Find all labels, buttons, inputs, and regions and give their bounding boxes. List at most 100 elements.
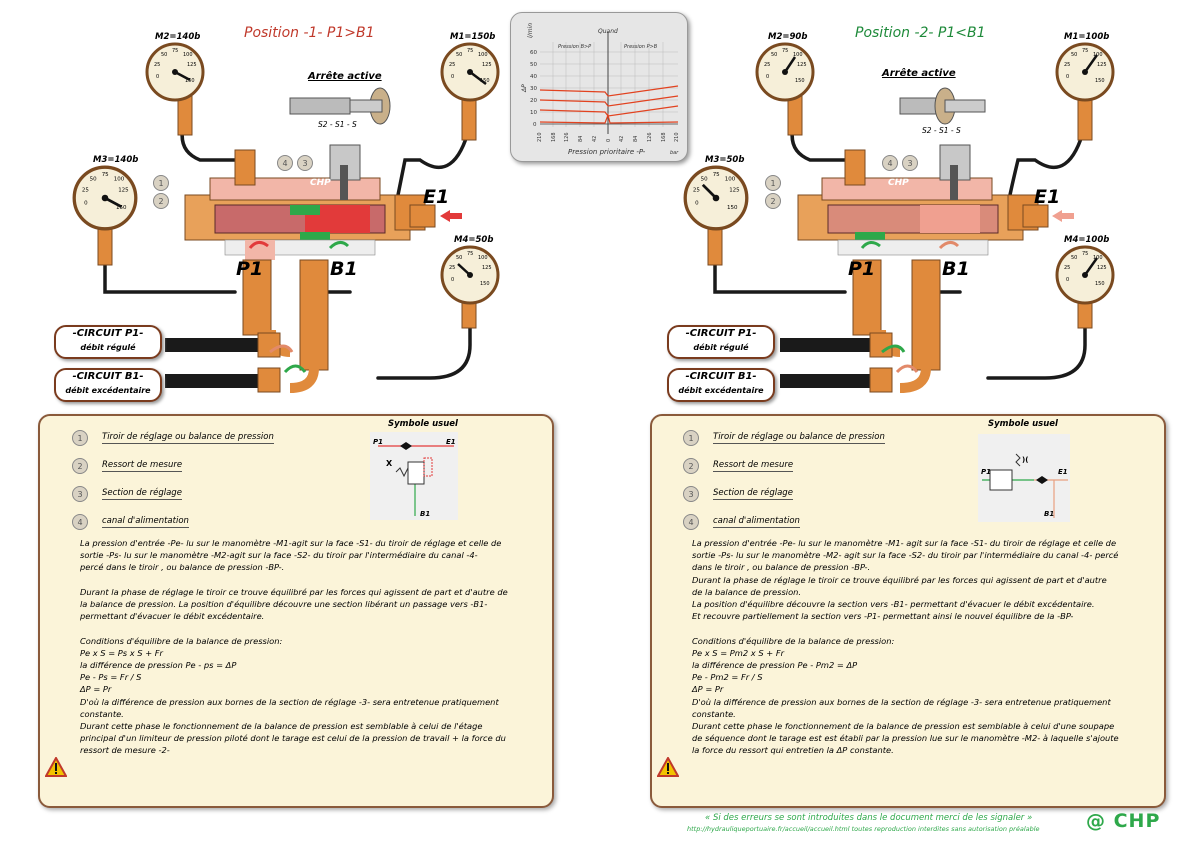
- gauge-tick: 50: [1071, 52, 1077, 58]
- paragraph-line: Et recouvre partiellement la section ver…: [692, 611, 1074, 622]
- right-legend-item-3: 3 Section de réglage: [683, 486, 793, 502]
- right-title: Position -2- P1<B1: [855, 25, 986, 41]
- left-gauge-m4-label: M4=50b: [454, 235, 494, 245]
- paragraph-line: Conditions d'équilibre de la balance de …: [692, 635, 895, 646]
- gauge-tick: 150: [1095, 281, 1105, 287]
- circuit-b1-line2: débit excédentaire: [678, 386, 764, 395]
- gauge-tick: 25: [1064, 62, 1070, 68]
- gauge-tick: 125: [187, 62, 197, 68]
- footer-copyright: @ CHP: [1086, 810, 1161, 832]
- legend-number: 4: [683, 514, 699, 530]
- chart-xtick: 168: [661, 132, 667, 142]
- right-symbol-diagram: P1 E1 B1 )(: [978, 434, 1070, 522]
- paragraph-line: Pe - Pm2 = Fr / S: [692, 672, 763, 683]
- left-gauge-m2: 0 25 50 75 100 125 150: [145, 42, 205, 102]
- chart-xtick: 210: [674, 132, 680, 142]
- left-callout-1: 1: [153, 175, 169, 191]
- legend-text: Section de réglage: [102, 488, 182, 500]
- left-legend-item-2: 2 Ressort de mesure: [72, 458, 183, 474]
- gauge-tick: 75: [102, 172, 109, 178]
- chart-ytick: 30: [530, 86, 537, 92]
- gauge-tick: 50: [90, 176, 97, 182]
- gauge-tick: 125: [482, 62, 492, 68]
- left-legend-item-3: 3 Section de réglage: [72, 486, 182, 502]
- gauge-tick: 25: [154, 62, 160, 68]
- left-port-p1: P1: [236, 258, 264, 280]
- right-warning-icon: [657, 757, 679, 777]
- legend-text: Tiroir de réglage ou balance de pression: [713, 432, 885, 444]
- paragraph-line: Durant cette phase le fonctionnement de …: [692, 721, 1115, 732]
- right-port-e1: E1: [1034, 186, 1061, 208]
- left-body-text: La pression d'entrée -Pe- lu sur le mano…: [80, 537, 508, 757]
- paragraph-line: la balance de pression. La position d'éq…: [80, 599, 488, 609]
- gauge-tick: 0: [451, 74, 454, 80]
- gauge-tick: 100: [793, 52, 803, 58]
- gauge-tick: 150: [116, 205, 127, 211]
- gauge-tick: 50: [1071, 255, 1077, 261]
- left-gauge-m1-label: M1=150b: [450, 32, 496, 42]
- legend-text: canal d'alimentation: [102, 516, 189, 528]
- gauge-tick: 0: [766, 74, 769, 80]
- paragraph-line: D'où la différence de pression aux borne…: [692, 696, 1111, 707]
- gauge-tick: 125: [1097, 265, 1107, 271]
- chart-xtick: 168: [551, 132, 557, 142]
- right-legend-item-2: 2 Ressort de mesure: [683, 458, 794, 474]
- symbol-b: B1: [420, 510, 430, 518]
- chart-side-label: ΔP: [521, 84, 528, 93]
- left-gauge-m2-label: M2=140b: [155, 32, 201, 42]
- gauge-tick: 75: [467, 48, 473, 54]
- right-gauge-m1-label: M1=100b: [1064, 32, 1110, 42]
- gauge-tick: 25: [693, 187, 700, 193]
- paragraph-line: la différence de pression Pe - ps = ΔP: [80, 660, 237, 670]
- gauge-tick: 25: [449, 265, 455, 271]
- paragraph-line: La pression d'entrée -Pe- lu sur le mano…: [692, 538, 1117, 548]
- left-warning-icon: [45, 757, 67, 777]
- gauge-tick: 125: [482, 265, 492, 271]
- circuit-p1-line1: -CIRCUIT P1-: [72, 328, 144, 339]
- chart-ytick: 40: [530, 74, 537, 80]
- gauge-tick: 100: [478, 255, 488, 261]
- gauge-tick: 75: [713, 172, 720, 178]
- gauge-tick: 100: [478, 52, 488, 58]
- chart-xtick: 84: [633, 136, 639, 142]
- footer-url[interactable]: http://hydrauliqueportuaire.fr/accueil/a…: [687, 825, 1040, 833]
- left-section-formula: S2 - S1 - S: [318, 120, 357, 129]
- symbol-p: P1: [373, 438, 383, 446]
- right-legend-item-4: 4 canal d'alimentation: [683, 514, 800, 530]
- chart-ylabel: l/min: [527, 23, 534, 38]
- left-title: Position -1- P1>B1: [244, 25, 375, 41]
- chart-xtick: 126: [647, 132, 653, 142]
- chart-xtick: 42: [592, 136, 598, 142]
- paragraph-line: sortie -Ps- lu sur le manomètre -M2- agi…: [692, 550, 1119, 561]
- left-circuit-b1: -CIRCUIT B1- débit excédentaire: [54, 368, 162, 402]
- gauge-tick: 50: [161, 52, 167, 58]
- paragraph-line: [80, 622, 508, 634]
- right-section-formula: S2 - S1 - S: [922, 126, 961, 135]
- gauge-tick: 150: [185, 78, 195, 84]
- legend-number: 4: [72, 514, 88, 530]
- circuit-b1-line2: débit excédentaire: [65, 386, 151, 395]
- chart-xtick: 210: [537, 132, 543, 142]
- right-gauge-m4-label: M4=100b: [1064, 235, 1110, 245]
- chart-ytick: 20: [530, 98, 537, 104]
- gauge-tick: 150: [795, 78, 805, 84]
- gauge-tick: 75: [782, 48, 788, 54]
- right-gauge-m3-label: M3=50b: [705, 155, 745, 165]
- gauge-tick: 25: [82, 187, 89, 193]
- chart-ytick: 10: [530, 110, 537, 116]
- gauge-tick: 50: [456, 52, 462, 58]
- paragraph-line: Pe x S = Ps x S + Fr: [80, 647, 163, 658]
- symbol-e: E1: [1058, 468, 1068, 476]
- chart-right-region: Pression P>B: [624, 44, 658, 50]
- paragraph-line: D'où la différence de pression aux borne…: [80, 696, 499, 707]
- left-arrete-label: Arrête active: [308, 71, 382, 82]
- legend-text: Tiroir de réglage ou balance de pression: [102, 432, 274, 444]
- paragraph-line: dans le tiroir , ou balance de pression …: [692, 562, 871, 573]
- chart-left-region: Pression B>P: [558, 44, 591, 50]
- gauge-tick: 75: [1082, 251, 1088, 257]
- gauge-tick: 0: [1066, 277, 1069, 283]
- paragraph-line: [692, 622, 1119, 634]
- gauge-tick: 25: [449, 62, 455, 68]
- paragraph-line: la force du ressort qui entretien la ΔP …: [692, 745, 894, 756]
- symbol-b: B1: [1044, 510, 1054, 518]
